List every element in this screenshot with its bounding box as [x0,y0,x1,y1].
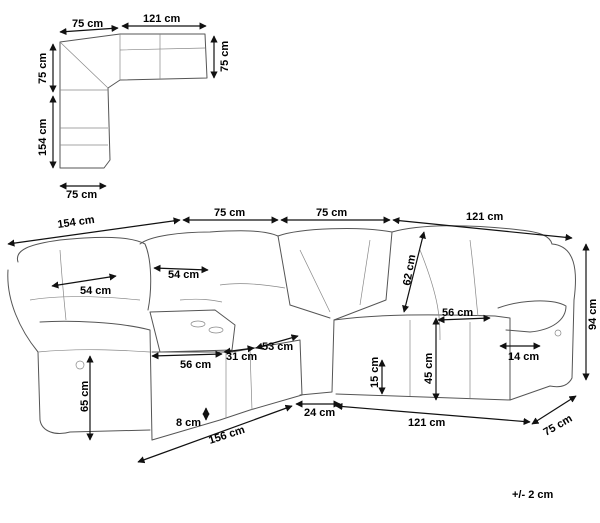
corner-section [277,228,393,396]
label-65: 65 cm [79,381,91,412]
console [149,309,236,353]
label-154: 154 cm [57,214,96,231]
label-53: 53 cm [262,341,293,353]
right-recliner-armrest [497,300,567,333]
left-recliner-seat [39,320,153,441]
dim-53 [255,334,299,350]
recline-button-icon [554,329,562,337]
perspective-sofa [7,225,576,441]
cup-holder-1 [190,320,206,328]
label-94: 94 cm [587,299,599,330]
dim-56-seat [151,350,223,360]
plan-label-top-left: 75 cm [72,18,103,30]
label-54-b: 54 cm [168,269,199,281]
dim-31 [223,345,255,355]
label-121-top: 121 cm [466,211,504,223]
cup-holder-2 [208,326,224,334]
label-24: 24 cm [304,407,335,419]
label-45: 45 cm [423,353,435,384]
label-62: 62 cm [401,254,418,287]
dim-54-a [51,273,117,289]
dim-75-right [531,395,577,425]
right-recliner-seat [333,314,511,401]
label-75-a: 75 cm [214,207,245,219]
tolerance-note: +/- 2 cm [512,489,553,501]
plan-outline [59,33,208,169]
dim-56-arm [437,314,491,324]
recline-button-left-icon [75,360,85,370]
label-156: 156 cm [207,424,246,447]
dim-154 [7,217,181,247]
dim-156 [137,404,293,464]
plan-inner-lines [59,34,206,146]
dim-54-b [153,264,209,274]
label-75-b: 75 cm [316,207,347,219]
left-recliner-details [29,249,151,353]
plan-view: 75 cm 121 cm 75 cm 75 cm 154 cm 75 cm [37,13,231,201]
right-recliner-details [409,239,479,398]
middle-details [179,283,286,418]
right-recliner-arm [509,243,576,401]
label-75-right: 75 cm [542,413,575,439]
label-54-a: 54 cm [80,285,111,297]
label-15: 15 cm [369,357,381,388]
label-14: 14 cm [508,351,539,363]
dim-121-front [335,402,531,426]
corner-details [299,239,371,313]
plan-label-left-length: 154 cm [37,118,49,156]
label-121-front: 121 cm [408,417,446,429]
label-31: 31 cm [226,351,257,363]
plan-label-top-right: 121 cm [143,13,181,25]
plan-label-left-top: 75 cm [37,53,49,84]
label-56-seat: 56 cm [180,359,211,371]
label-56-arm: 56 cm [442,307,473,319]
plan-label-bottom: 75 cm [66,189,97,201]
plan-dim-top-left [59,24,119,36]
dim-62 [402,231,426,313]
dim-121-top [392,217,573,241]
plan-label-right: 75 cm [219,41,231,72]
label-8: 8 cm [176,417,201,429]
